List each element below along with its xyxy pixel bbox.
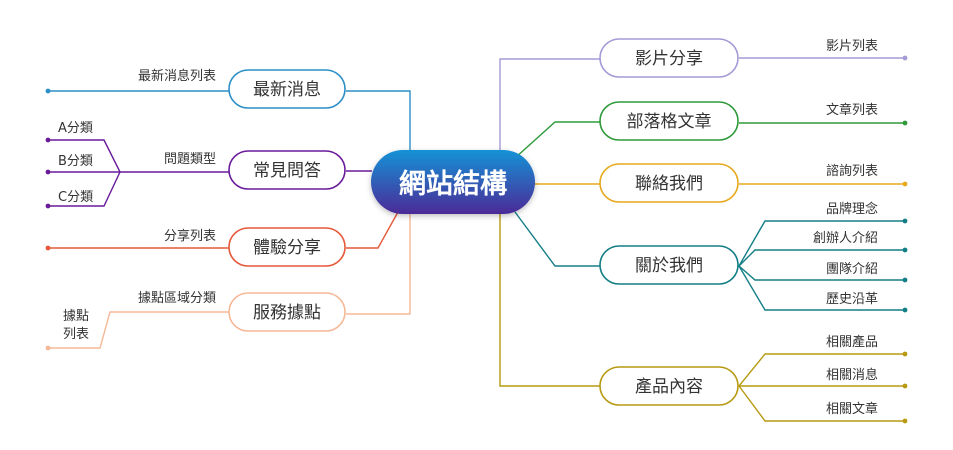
node-contact-label: 聯絡我們	[635, 174, 703, 194]
center-node-label: 網站結構	[399, 168, 507, 200]
node-contact[interactable]	[599, 163, 739, 203]
node-experience[interactable]	[228, 227, 346, 267]
connector-products	[499, 214, 600, 387]
leaf-faq-c: C分類	[58, 190, 93, 205]
connector-about-2	[738, 249, 905, 267]
branch-locations: 服務據點 據點區域分類 據點 列表	[45, 214, 411, 351]
leaf-contact-list: 諮詢列表	[826, 163, 878, 179]
connector-faq-c	[48, 171, 121, 207]
leaf-dot	[45, 88, 51, 94]
leaf-dot	[902, 351, 908, 357]
leaf-faq-a: A分類	[58, 121, 93, 136]
leaf-dot	[902, 418, 908, 424]
node-about-label: 關於我們	[635, 256, 703, 276]
leaf-dot	[902, 383, 908, 389]
leaf-locations-list-line2: 列表	[63, 327, 89, 342]
leaf-locations-list-line1: 據點	[63, 309, 89, 324]
leaf-dot	[902, 120, 908, 126]
center-node[interactable]: 網站結構	[371, 150, 535, 214]
branch-blog: 部落格文章 文章列表	[514, 101, 908, 159]
connector-faq-a	[48, 139, 121, 173]
leaf-dot	[45, 203, 51, 209]
leaf-dot	[45, 345, 51, 351]
leaf-dot	[902, 55, 908, 61]
node-about[interactable]	[599, 245, 739, 285]
connector-experience	[346, 211, 399, 249]
branch-products: 產品內容 相關產品 相關消息 相關文章	[499, 214, 908, 424]
connector-about	[514, 211, 600, 267]
leaf-experience-list: 分享列表	[164, 228, 216, 244]
branch-experience: 體驗分享 分享列表	[45, 211, 399, 267]
connector-news	[346, 90, 411, 152]
node-video-label: 影片分享	[635, 49, 703, 69]
leaf-dot	[902, 218, 908, 224]
leaf-dot	[902, 277, 908, 283]
branch-news: 最新消息 最新消息列表	[45, 68, 411, 152]
branch-faq: 常見問答 問題類型 A分類 B分類 C分類	[45, 121, 372, 209]
node-blog[interactable]	[599, 101, 739, 141]
node-faq[interactable]	[228, 150, 346, 190]
branch-about: 關於我們 品牌理念 創辦人介紹 團隊介紹 歷史沿革	[514, 201, 908, 313]
leaf-dot	[902, 247, 908, 253]
connector-blog	[514, 121, 600, 159]
center-node-pill[interactable]	[371, 150, 535, 214]
branch-video: 影片分享 影片列表	[499, 38, 908, 152]
sub-locations-region: 據點區域分類	[138, 291, 216, 306]
leaf-products-related: 相關產品	[826, 334, 878, 350]
node-blog-label: 部落格文章	[627, 112, 712, 132]
node-locations-label: 服務據點	[253, 303, 321, 323]
leaf-video-list: 影片列表	[826, 39, 878, 54]
connector-locations	[346, 214, 411, 315]
leaf-dot	[45, 245, 51, 251]
node-news[interactable]	[228, 69, 346, 109]
connector-video	[499, 58, 600, 152]
leaf-dot	[45, 137, 51, 143]
leaf-about-brand: 品牌理念	[826, 201, 878, 217]
node-video[interactable]	[599, 38, 739, 78]
leaf-about-team: 團隊介紹	[826, 261, 878, 277]
node-products[interactable]	[599, 366, 739, 406]
sub-faq-category: 問題類型	[164, 152, 216, 167]
connector-products-3	[738, 385, 905, 422]
leaf-products-news: 相關消息	[826, 367, 878, 383]
node-experience-label: 體驗分享	[253, 238, 321, 258]
branch-contact: 聯絡我們 諮詢列表	[533, 163, 908, 203]
leaf-about-founder: 創辦人介紹	[813, 231, 878, 246]
node-news-label: 最新消息	[253, 80, 321, 100]
leaf-faq-b: B分類	[58, 154, 93, 169]
node-faq-label: 常見問答	[253, 161, 321, 181]
connector-about-3	[738, 265, 905, 281]
leaf-news-list: 最新消息列表	[138, 68, 216, 84]
leaf-dot	[902, 181, 908, 187]
node-products-label: 產品內容	[635, 377, 703, 397]
leaf-dot	[902, 307, 908, 313]
connector-products-1	[738, 353, 905, 387]
connector-about-4	[738, 265, 905, 311]
leaf-dot	[45, 169, 51, 175]
connector-about-1	[738, 220, 905, 267]
leaf-blog-list: 文章列表	[826, 102, 878, 118]
connector-locations-leaf	[48, 311, 229, 349]
leaf-about-history: 歷史沿革	[826, 292, 878, 307]
leaf-products-articles: 相關文章	[826, 401, 878, 417]
